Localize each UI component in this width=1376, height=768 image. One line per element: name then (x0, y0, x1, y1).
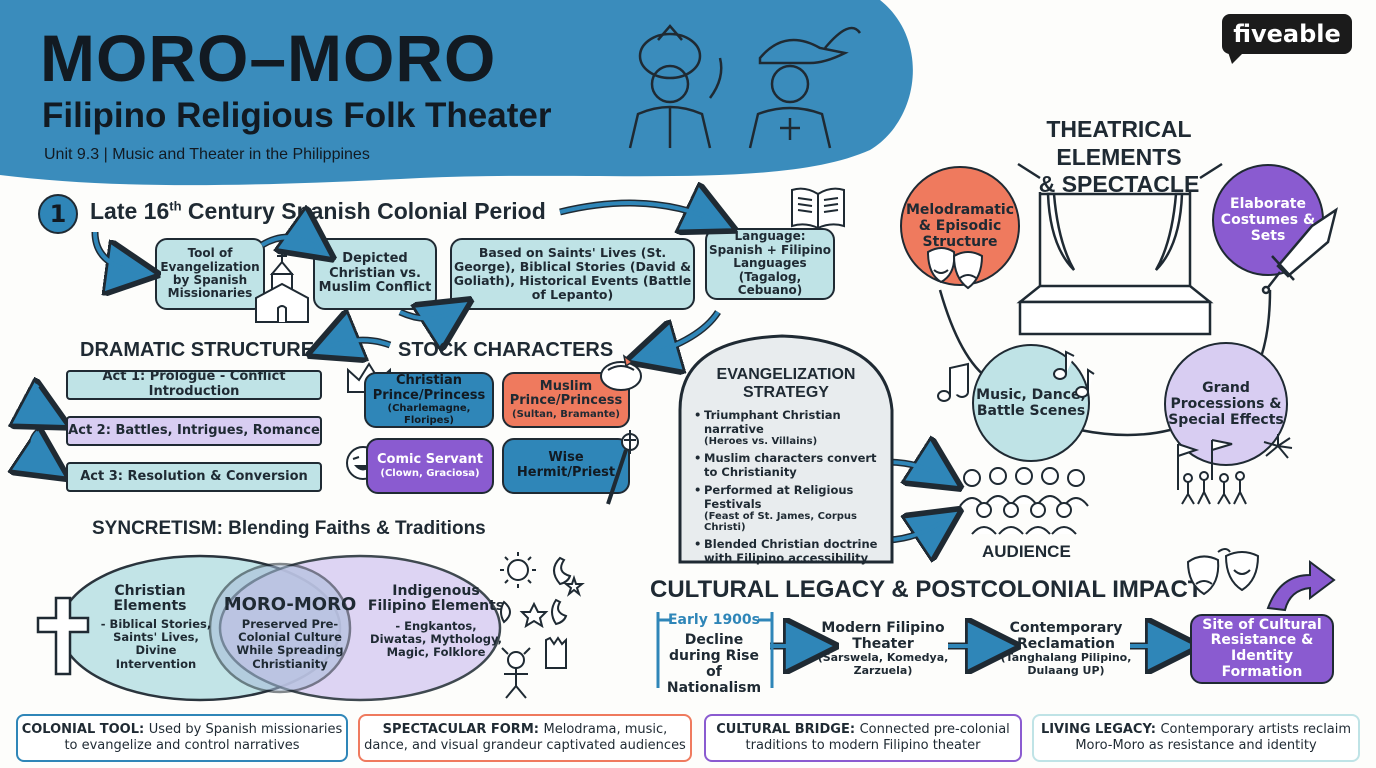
unit-label: Unit 9.3 | Music and Theater in the Phil… (44, 146, 370, 163)
christian-elements-title: Christian Elements (113, 583, 187, 615)
stock-characters-heading: STOCK CHARACTERS (398, 339, 614, 361)
strategy-item: Performed at Religious Festivals(Feast o… (694, 483, 890, 533)
early-bracket (656, 612, 774, 688)
theater-masks-icon (926, 247, 984, 290)
theatrical-heading: THEATRICAL ELEMENTS& SPECTACLE (1038, 116, 1200, 198)
contemporary-reclamation-label: Contemporary Reclamation(Tanghalang Pili… (1000, 620, 1132, 677)
venn-center-title: MORO-MORO (223, 594, 357, 615)
comic-servant-box: Comic Servant(Clown, Graciosa) (366, 438, 494, 494)
strategy-item: Blended Christian doctrine with Filipino… (694, 537, 890, 565)
decline-label: Decline during Rise of Nationalism (666, 632, 762, 697)
stage-icon (1016, 192, 1214, 336)
footer-colonial-tool: COLONIAL TOOL: Used by Spanish missionar… (16, 714, 348, 762)
period-heading: Late 16th Century Spanish Colonial Perio… (90, 198, 546, 224)
dramatic-structure-heading: DRAMATIC STRUCTURE (80, 339, 315, 361)
based-on-box: Based on Saints' Lives (St. George), Bib… (450, 238, 695, 310)
audience-label: AUDIENCE (982, 542, 1071, 561)
strategy-list: Triumphant Christian narrative(Heroes vs… (694, 408, 890, 569)
strategy-heading: EVANGELIZATION STRATEGY (716, 366, 856, 402)
music-note-icon (937, 362, 969, 402)
venn-diagram (58, 554, 502, 702)
wise-hermit-box: Wise Hermit/Priest (502, 438, 630, 494)
modern-theater-label: Modern Filipino Theater(Sarswela, Komedy… (817, 620, 949, 677)
legacy-heading: CULTURAL LEGACY & POSTCOLONIAL IMPACT (650, 576, 1203, 603)
strategy-item: Triumphant Christian narrative(Heroes vs… (694, 408, 890, 447)
page-title: MORO–MORO (40, 21, 497, 95)
section-number-badge: 1 (38, 194, 78, 234)
venn-center-text: Preserved Pre-Colonial Culture While Spr… (236, 617, 344, 671)
fiveable-logo[interactable]: fiveable (1222, 14, 1352, 54)
footer-spectacular-form: SPECTACULAR FORM: Melodrama, music, danc… (358, 714, 692, 762)
site-of-resistance-box: Site of Cultural Resistance & Identity F… (1190, 614, 1334, 684)
act-3-box: Act 3: Resolution & Conversion (66, 462, 322, 492)
christian-prince-box: Christian Prince/Princess(Charlemagne, F… (364, 372, 494, 428)
logo-tail-icon (1228, 52, 1244, 64)
turban-icon (600, 354, 642, 391)
tool-of-evangelization-box: Tool of Evangelization by Spanish Missio… (155, 238, 265, 310)
strategy-item: Muslim characters convert to Christianit… (694, 451, 890, 479)
header-banner (0, 0, 913, 186)
act-2-box: Act 2: Battles, Intrigues, Romance (66, 416, 322, 446)
theater-masks-icon (1186, 548, 1260, 596)
procession-fireworks-icon (1177, 434, 1293, 505)
moro-and-christian-figures-icon (628, 24, 862, 149)
footer-living-legacy: LIVING LEGACY: Contemporary artists recl… (1032, 714, 1360, 762)
staff-cross-icon (606, 430, 639, 505)
footer-cultural-bridge: CULTURAL BRIDGE: Connected pre-colonial … (704, 714, 1022, 762)
indigenous-symbols-icon (500, 552, 585, 699)
syncretism-heading: SYNCRETISM: Blending Faiths & Traditions (92, 518, 486, 539)
indigenous-elements-title: Indigenous Filipino Elements (367, 583, 505, 615)
language-box: Language: Spanish + Filipino Languages (… (705, 228, 835, 300)
open-book-icon (791, 187, 845, 230)
act-1-box: Act 1: Prologue - Conflict Introduction (66, 370, 322, 400)
church-icon (255, 250, 309, 323)
sword-icon (1261, 207, 1338, 295)
indigenous-elements-list: - Engkantos, Diwatas, Mythology, Magic, … (370, 619, 502, 660)
music-note-icon (1053, 350, 1095, 398)
audience-crowd-icon (959, 467, 1089, 535)
early-1900s-label: Early 1900s (667, 612, 760, 628)
cross-icon (36, 596, 90, 676)
christian-elements-list: - Biblical Stories, Saints' Lives, Divin… (100, 617, 212, 671)
page-subtitle: Filipino Religious Folk Theater (42, 96, 552, 135)
